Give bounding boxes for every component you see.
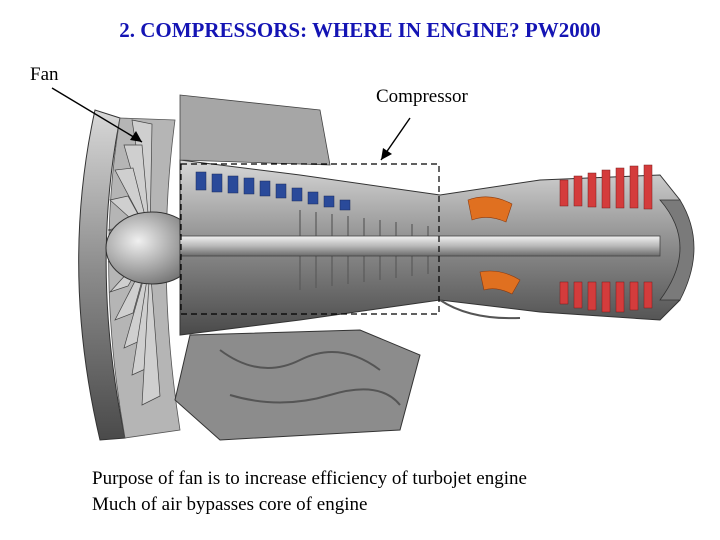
caption-line-1: Purpose of fan is to increase efficiency…: [92, 468, 527, 489]
caption: Purpose of fan is to increase efficiency…: [92, 466, 527, 518]
turbine-blades-upper: [559, 164, 653, 210]
combustor-lower: [479, 270, 521, 295]
combustor-upper: [467, 196, 513, 223]
compressor-dashed-box: [180, 163, 440, 315]
fan-label: Fan: [30, 64, 59, 85]
upper-structure: [179, 94, 331, 166]
compressor-arrow-head: [381, 148, 392, 160]
accessory-pipes: [219, 299, 521, 406]
slide-title: 2. COMPRESSORS: WHERE IN ENGINE? PW2000: [119, 18, 601, 42]
caption-line-2: Much of air bypasses core of engine: [92, 494, 368, 515]
turbine-blades-lower: [559, 281, 653, 313]
accessory-gearbox: [174, 329, 421, 441]
fan-arrow-head: [130, 131, 142, 142]
exhaust-nozzle: [659, 199, 695, 301]
compressor-blade-rows: [195, 171, 351, 211]
compressor-label: Compressor: [376, 86, 468, 107]
main-shaft: [179, 235, 661, 257]
fan-arrow: [51, 87, 143, 143]
